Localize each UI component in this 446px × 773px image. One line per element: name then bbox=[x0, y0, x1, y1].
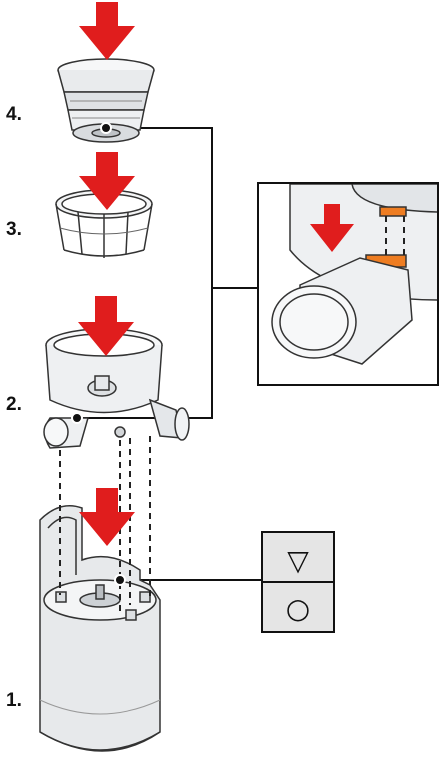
step-label-1: 1. bbox=[6, 690, 22, 712]
unlock-symbol: ▽ bbox=[287, 544, 309, 577]
base-part bbox=[40, 506, 160, 751]
lock-symbol: ○ bbox=[286, 592, 310, 625]
lock-symbol-panel: ▽ ○ bbox=[262, 532, 334, 632]
down-arrow-icon bbox=[79, 488, 135, 546]
detail-inset bbox=[258, 183, 438, 385]
step-label-2: 2. bbox=[6, 394, 22, 416]
step-label-4: 4. bbox=[6, 104, 22, 126]
step-label-3: 3. bbox=[6, 219, 22, 241]
bowl-part bbox=[44, 329, 189, 448]
down-arrow-icon bbox=[79, 2, 135, 60]
